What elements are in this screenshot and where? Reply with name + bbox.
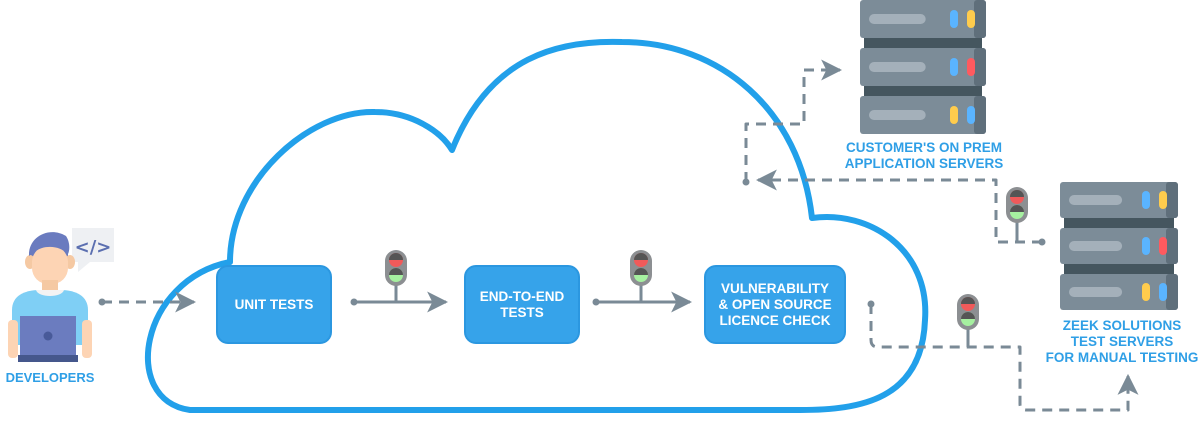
end-to-end-tests-stage[interactable]: END-TO-END TESTS (464, 265, 580, 344)
vulnerability-check-label: VULNERABILITY & OPEN SOURCE LICENCE CHEC… (718, 280, 832, 328)
status-led-yellow (1142, 283, 1150, 301)
traffic-light-icon (1006, 187, 1028, 242)
status-led-blue (1142, 237, 1150, 255)
status-led-blue (967, 106, 975, 124)
connector-zeek-to-customer-return (755, 169, 1042, 244)
unit-tests-stage[interactable]: UNIT TESTS (216, 265, 332, 344)
traffic-light-icon (957, 294, 979, 347)
status-led-blue (1142, 191, 1150, 209)
zeek-server-rack-icon (1060, 182, 1178, 310)
status-led-blue (1159, 283, 1167, 301)
developer-avatar-icon: </> (8, 228, 114, 362)
connector-unit-tests-to-e2e-start-dot (350, 298, 358, 306)
connector-vulnerability-to-zeek-start-dot (867, 300, 875, 308)
status-led-red (967, 58, 975, 76)
connector-vulnerability-to-zeek (869, 304, 1139, 412)
servers (860, 0, 1178, 310)
status-led-red (1159, 237, 1167, 255)
status-led-blue (950, 10, 958, 28)
end-to-end-tests-label: END-TO-END TESTS (479, 288, 565, 320)
cloud-outline (144, 38, 929, 413)
traffic-light-icon (385, 250, 407, 302)
traffic-light-icon (630, 250, 652, 302)
status-led-yellow (950, 106, 958, 124)
code-bubble-icon: </> (72, 228, 114, 272)
zeek-servers-label: ZEEK SOLUTIONS TEST SERVERS FOR MANUAL T… (1045, 318, 1199, 365)
status-led-yellow (967, 10, 975, 28)
connector-e2e-to-vulnerability-start-dot (592, 298, 600, 306)
customer-servers-label: CUSTOMER'S ON PREM APPLICATION SERVERS (844, 140, 1004, 171)
connector-developers-to-unit-tests-start-dot (98, 298, 106, 306)
traffic-lights (385, 187, 1028, 347)
customer-server-rack-icon (860, 0, 986, 134)
connector-customer-loop (744, 59, 843, 182)
code-bubble-glyph: </> (75, 237, 112, 258)
connectors (98, 59, 1139, 412)
developers-label: DEVELOPERS (5, 370, 95, 385)
connector-zeek-to-customer-return-start-dot (1038, 238, 1046, 246)
unit-tests-label: UNIT TESTS (234, 296, 314, 312)
vulnerability-check-stage[interactable]: VULNERABILITY & OPEN SOURCE LICENCE CHEC… (704, 265, 846, 344)
status-led-yellow (1159, 191, 1167, 209)
status-led-blue (950, 58, 958, 76)
connector-customer-loop-start-dot (742, 178, 750, 186)
